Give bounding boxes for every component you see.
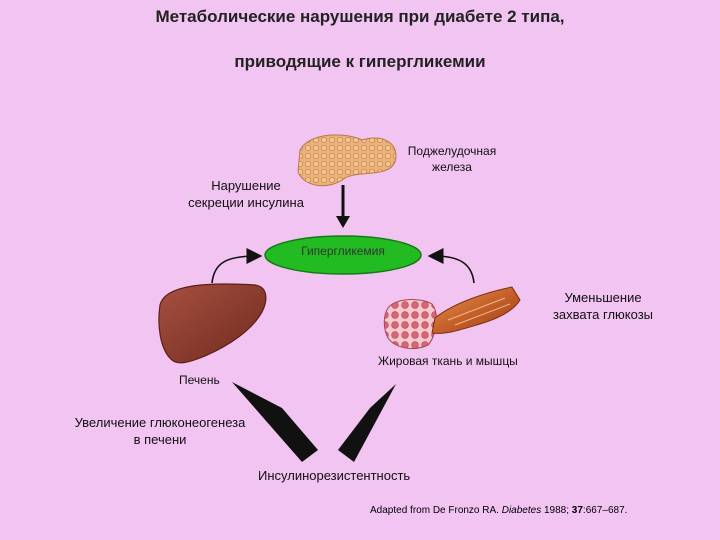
muscle-image	[431, 286, 521, 334]
insulin-resistance-label: Инсулинорезистентность	[258, 468, 411, 483]
gluconeogenesis-label: Увеличение глюконеогенеза в печени	[74, 415, 246, 447]
liver-label: Печень	[179, 373, 220, 387]
arrow-resistance-to-liver	[232, 382, 318, 462]
citation: Adapted from De Fronzo RA. Diabetes 1988…	[370, 505, 628, 516]
muscle-fiber	[447, 297, 506, 321]
fat-tissue-image	[383, 299, 437, 349]
hyperglycemia-ellipse	[264, 235, 422, 275]
hyperglycemia-label: Гипергликемия	[301, 244, 385, 258]
arrow-resistance-to-muscle	[338, 384, 396, 462]
liver-image	[158, 283, 267, 364]
arrow-muscle-to-hyperglycemia	[427, 248, 475, 284]
fat-muscle-label: Жировая ткань и мышцы	[378, 354, 518, 368]
muscle-fiber	[454, 303, 511, 326]
page-title-line2: приводящие к гипергликемии	[234, 52, 486, 71]
insulin-secretion-label: Нарушение секреции инсулина	[188, 178, 304, 210]
arrow-liver-to-hyperglycemia	[211, 248, 263, 284]
page-title-line1: Метаболические нарушения при диабете 2 т…	[155, 7, 565, 26]
pancreas-image	[297, 134, 397, 187]
glucose-uptake-label: Уменьшение захвата глюкозы	[552, 290, 654, 322]
pancreas-label: Поджелудочная железа	[407, 144, 497, 174]
